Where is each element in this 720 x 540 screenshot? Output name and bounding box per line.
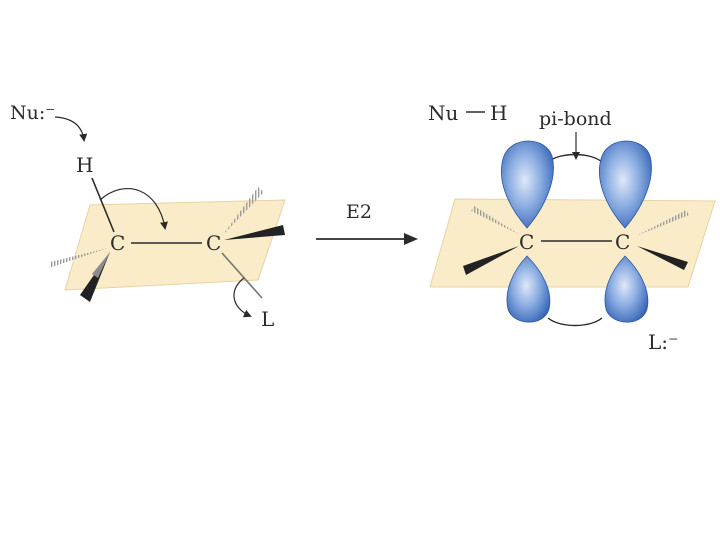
pi-bond-label: pi-bond (539, 108, 612, 130)
carbon-right-label: C (206, 231, 221, 255)
product-left-bold-wedge (463, 246, 519, 275)
nucleophile-label: Nu:⁻ (10, 102, 55, 124)
product-plane (429, 198, 716, 288)
hydrogen-label: H (76, 153, 93, 177)
pi-overlap-bottom-arc (547, 317, 603, 327)
pi-bond-pointer-head (572, 152, 580, 160)
nucleophile-attack-arrow (54, 116, 88, 142)
p-orbital-lobe-top-left (501, 140, 554, 229)
c-h-bond (91, 177, 115, 233)
reactant-group: Nu:⁻ H C C L (10, 102, 286, 331)
left-hashed-wedge (49, 248, 108, 268)
c-l-bond (221, 252, 263, 299)
p-orbital-lobe-bottom-left (506, 255, 551, 323)
right-bold-wedge (224, 225, 285, 240)
byproduct-nu-label: Nu (428, 101, 459, 125)
leaving-group-arrow (233, 277, 252, 318)
ch-bond-electron-arrow (99, 187, 168, 230)
reactant-plane (64, 199, 286, 291)
leaving-group-ion-label: L:⁻ (648, 330, 679, 354)
reaction-label: E2 (346, 201, 372, 223)
left-bold-wedge-shadow (92, 252, 110, 278)
right-hashed-wedge (222, 187, 264, 236)
carbon-left-label: C (110, 231, 125, 255)
reaction-arrowhead (404, 233, 418, 245)
product-carbon-right-label: C (615, 230, 630, 254)
product-carbon-left-label: C (519, 230, 534, 254)
byproduct-h-label: H (490, 101, 507, 125)
product-right-hashed-wedge (636, 210, 689, 236)
reaction-arrow-group: E2 (316, 201, 418, 245)
product-group: Nu H pi-bond C C L:⁻ (428, 101, 716, 354)
leaving-group-label: L (261, 307, 274, 331)
product-left-hashed-wedge (471, 206, 520, 235)
p-orbital-lobe-top-right (599, 140, 652, 229)
product-right-bold-wedge (637, 246, 688, 270)
p-orbital-lobe-bottom-right (604, 255, 649, 323)
